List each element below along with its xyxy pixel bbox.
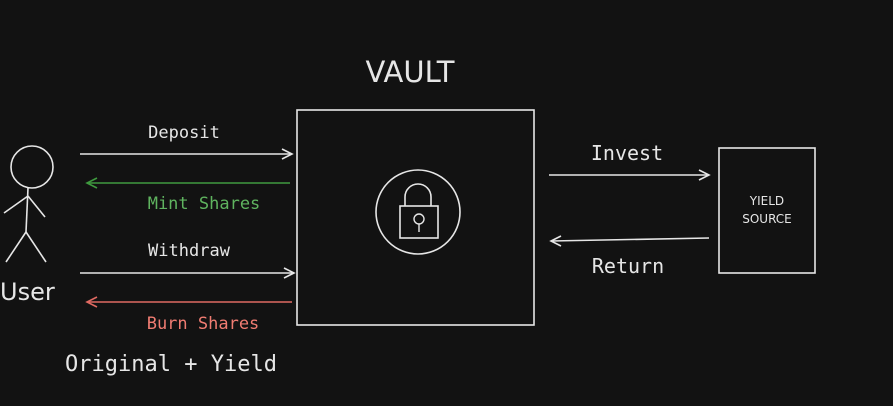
yield-source-label-line2: SOURCE	[742, 212, 792, 226]
yield-source-label-line1: YIELD	[749, 194, 784, 208]
invest-label: Invest	[591, 141, 663, 165]
burn-shares-label: Burn Shares	[147, 314, 260, 334]
mint-shares-label: Mint Shares	[148, 194, 261, 214]
vault-title: VAULT	[366, 55, 455, 89]
withdraw-arrow	[80, 267, 296, 279]
invest-arrow	[549, 169, 711, 181]
stick-figure-icon	[3, 145, 54, 263]
burn-shares-arrow	[85, 296, 292, 308]
withdraw-label: Withdraw	[148, 241, 231, 261]
yield-source-box	[718, 147, 816, 274]
user-label: User	[0, 278, 55, 306]
deposit-arrow	[80, 148, 294, 160]
deposit-label: Deposit	[148, 123, 220, 143]
original-plus-yield-label: Original + Yield	[65, 352, 277, 377]
lock-icon	[375, 169, 461, 255]
return-arrow	[549, 235, 710, 247]
mint-shares-arrow	[85, 177, 290, 189]
return-label: Return	[592, 254, 664, 278]
vault-box	[296, 109, 535, 326]
